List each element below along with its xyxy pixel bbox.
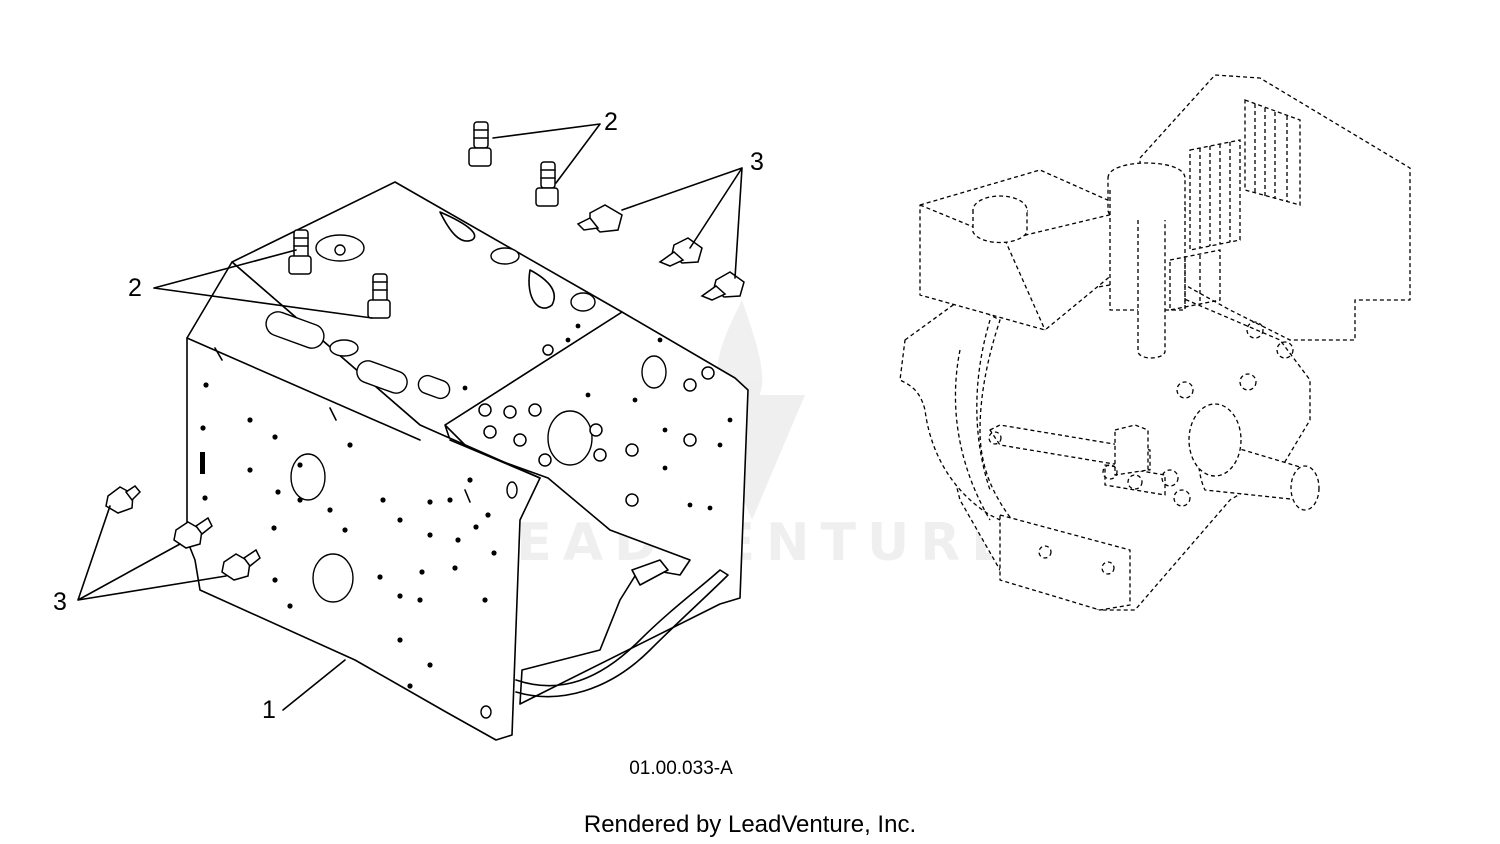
bolt-icon <box>700 271 745 301</box>
callout-label: 1 <box>262 696 276 724</box>
leader-lines <box>77 123 743 711</box>
callout-label: 2 <box>128 274 142 302</box>
figure-code: 01.00.033-A <box>629 758 733 779</box>
stud-icon <box>535 161 559 207</box>
callout-labels: 2 3 2 3 1 <box>53 108 764 724</box>
bolt-icon <box>576 204 623 233</box>
callout-label: 3 <box>750 148 764 176</box>
bolt-icon <box>173 516 213 549</box>
bolt-icon <box>658 237 703 267</box>
bolt-group <box>105 204 745 581</box>
callout-label: 2 <box>604 108 618 136</box>
bolt-icon <box>221 548 261 581</box>
engine-reference-outline <box>899 74 1411 611</box>
callout-label: 3 <box>53 588 67 616</box>
stud-icon <box>367 273 391 319</box>
frame-front-plate <box>186 261 541 741</box>
stud-icon <box>468 121 492 167</box>
stud-icon <box>288 229 312 275</box>
stud-group <box>288 121 559 319</box>
watermark-text: LEADVENTURE <box>472 513 1018 573</box>
bolt-icon <box>105 485 142 514</box>
chassis-frame <box>186 181 749 741</box>
frame-right-plate <box>444 311 749 705</box>
credit-line: Rendered by LeadVenture, Inc. <box>584 811 916 838</box>
